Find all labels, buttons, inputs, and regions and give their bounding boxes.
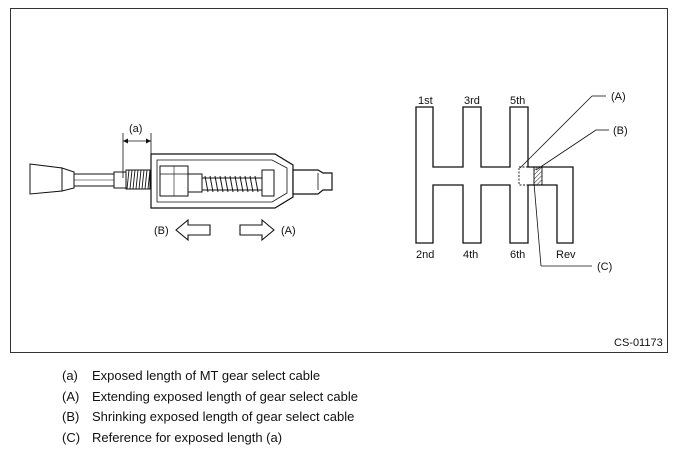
arrow-left-icon [175, 218, 211, 242]
callout-c-label: (C) [597, 261, 612, 273]
arrow-left-label: (B) [154, 225, 169, 237]
figure-diagram: (a) (B) ( [29, 91, 663, 349]
gear-label-rev: Rev [556, 249, 576, 261]
figure-code: CS-01173 [614, 337, 663, 349]
arrow-right-label: (A) [281, 225, 296, 237]
cable-assembly: (a) (B) ( [29, 123, 333, 242]
gear-label-3rd: 3rd [464, 95, 480, 107]
reference-hatch [533, 166, 543, 186]
legend-key: (C) [62, 429, 81, 445]
legend: (a) Exposed length of MT gear select cab… [62, 366, 358, 448]
cable-collar [113, 171, 127, 189]
gate-outline [415, 106, 574, 244]
legend-key: (A) [62, 388, 80, 404]
inner-pin [187, 173, 203, 193]
dimension-a-label: (a) [129, 123, 142, 135]
legend-text: Reference for exposed length (a) [92, 429, 283, 445]
inner-block-right [261, 169, 275, 197]
gear-label-5th: 5th [510, 95, 525, 107]
legend-text: Shrinking exposed length of gear select … [92, 409, 355, 424]
end-fitting [292, 169, 333, 195]
legend-text: Extending exposed length of gear select … [92, 388, 358, 404]
spring [202, 175, 262, 193]
callout-c-leader [533, 182, 542, 267]
figure-frame [10, 8, 668, 353]
legend-item-B: (B) Shrinking exposed length of gear sel… [62, 407, 358, 428]
legend-text: Exposed length of MT gear select cable [92, 368, 321, 383]
callout-a-leader [519, 95, 593, 169]
shift-gate: 1st 3rd 5th 2nd 4th 6th Rev (A) (B) (C) [415, 91, 628, 273]
arrow-right-icon [239, 218, 275, 242]
gear-label-2nd: 2nd [416, 249, 434, 261]
gear-label-6th: 6th [510, 249, 525, 261]
legend-key: (B) [62, 409, 80, 424]
legend-key: (a) [62, 368, 78, 383]
legend-item-C: (C) Reference for exposed length (a) [62, 428, 358, 449]
cable-taper [61, 167, 75, 192]
legend-item-a: (a) Exposed length of MT gear select cab… [62, 366, 358, 387]
gear-label-1st: 1st [418, 95, 433, 107]
legend-item-A: (A) Extending exposed length of gear sel… [62, 387, 358, 408]
cable-outer-body [29, 163, 63, 195]
gear-label-4th: 4th [463, 249, 478, 261]
callout-a-label: (A) [611, 91, 626, 103]
extension-dashed-box [518, 166, 535, 186]
callout-b-label: (B) [613, 125, 628, 137]
callout-b-leader [535, 129, 597, 171]
